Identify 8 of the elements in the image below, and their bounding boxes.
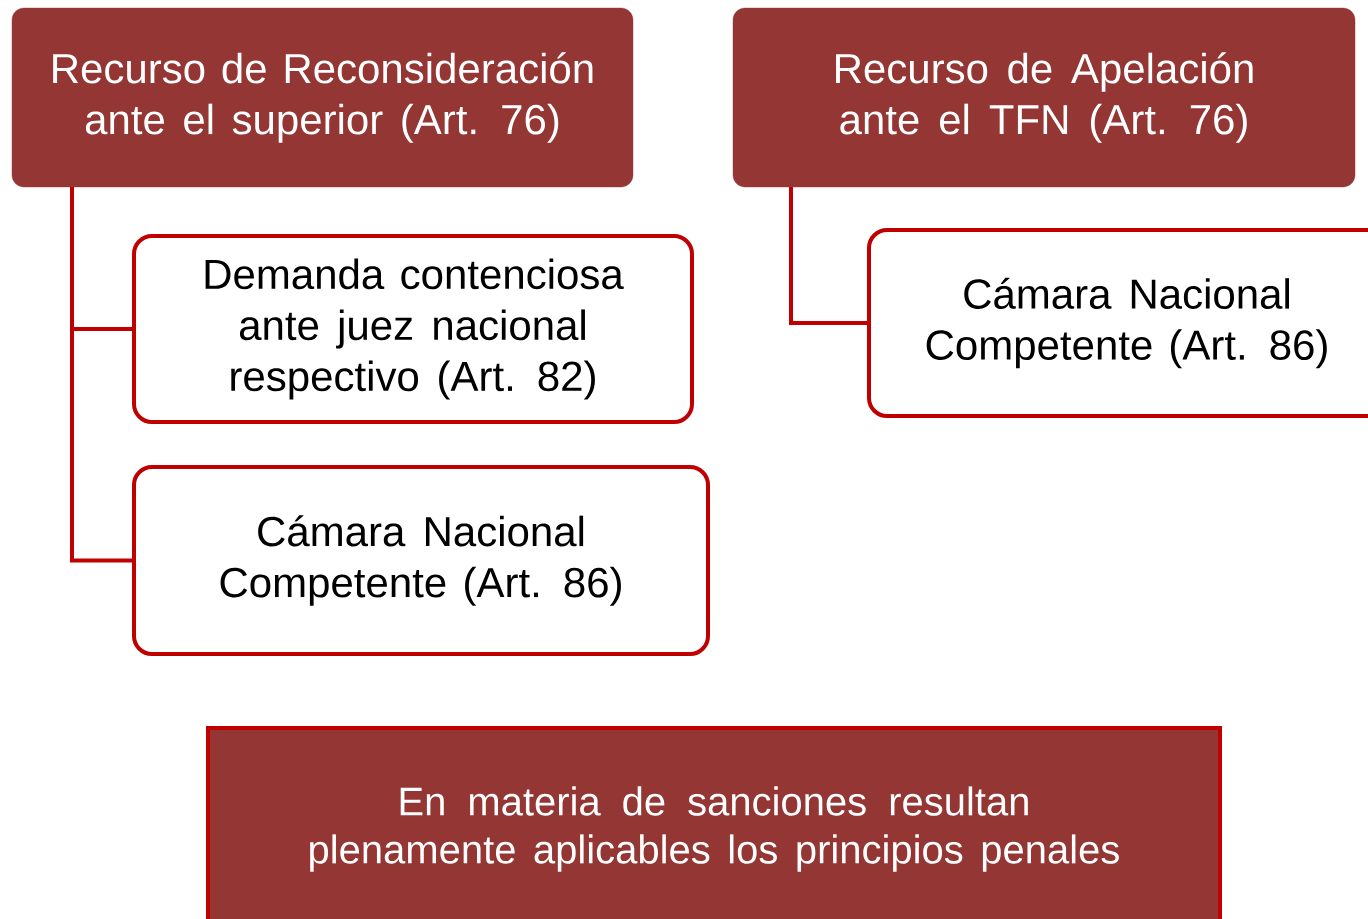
note-banner: En materia de sanciones resultan plenamente aplicables los principios penales (206, 726, 1222, 919)
heading-box: Recurso de Apelación ante el TFN (Art. 76) (732, 7, 1356, 188)
process-box: Cámara Nacional Competente (Art. 86) (867, 228, 1368, 418)
heading-box: Recurso de Reconsideración ante el superior (Art. 76) (11, 7, 634, 188)
process-box: Demanda contenciosa ante juez nacional respectivo (Art. 82) (132, 234, 694, 424)
process-box: Cámara Nacional Competente (Art. 86) (132, 465, 710, 656)
connector-line (70, 187, 134, 563)
connector-line (789, 187, 869, 325)
